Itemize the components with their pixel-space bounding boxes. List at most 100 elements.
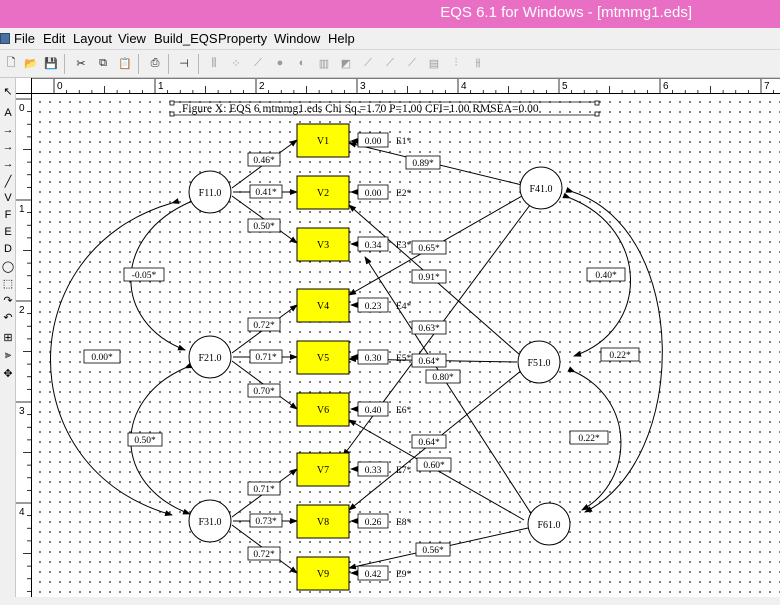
error-term[interactable]: 0.00 E2* — [357, 184, 412, 200]
area-icon[interactable]: ◩ — [340, 57, 352, 70]
new-icon[interactable]: 🗋 — [6, 56, 16, 69]
loading-label[interactable]: 0.65* — [411, 240, 447, 255]
menu-window[interactable]: Window — [274, 31, 321, 46]
covariance-label[interactable]: 0.40* — [586, 267, 626, 282]
loading-label[interactable]: 0.72* — [247, 317, 281, 332]
move-tool-icon[interactable]: ✥ — [3, 367, 13, 380]
link-tool-icon[interactable]: ⊞ — [3, 331, 13, 344]
equation-tool-icon[interactable]: F — [4, 209, 12, 221]
menu-build-eqs[interactable]: Build_EQS — [154, 31, 218, 46]
stacked-icon[interactable]: ⟋ — [364, 56, 372, 69]
loading-label[interactable]: 0.73* — [249, 513, 283, 528]
box-plot-icon[interactable]: ▤ — [428, 57, 440, 70]
pie-icon[interactable]: ● — [276, 57, 284, 69]
multiple-plot-icon[interactable]: ⫵ — [475, 56, 481, 69]
observed-variable[interactable]: V5 — [296, 340, 350, 375]
variable-tool-icon[interactable]: V — [4, 192, 12, 204]
menu-file[interactable]: File — [14, 31, 35, 46]
grid-tool-icon[interactable]: ↶ — [3, 311, 13, 324]
loading-label[interactable]: 0.63* — [411, 320, 447, 335]
app-icon[interactable] — [0, 33, 10, 44]
observed-variable[interactable]: V3 — [296, 227, 350, 262]
loading-label[interactable]: 0.64* — [411, 353, 447, 368]
factor-tool-icon[interactable]: E — [4, 226, 12, 238]
line-plot-icon[interactable]: ⟋ — [254, 56, 262, 69]
loading-label[interactable]: 0.80* — [425, 369, 461, 384]
covariance-value: 0.22* — [578, 434, 600, 444]
loading-label[interactable]: 0.46* — [247, 152, 281, 167]
menu-layout[interactable]: Layout — [73, 31, 113, 46]
error-term[interactable]: 0.33 E7* — [357, 461, 412, 477]
error-term[interactable]: 0.00 E1* — [357, 132, 412, 148]
loading-label[interactable]: 0.64* — [411, 434, 447, 449]
factor-node[interactable]: F41.0 — [519, 166, 563, 210]
curve-tool-2-icon[interactable]: ↷ — [3, 294, 13, 307]
pointer-icon[interactable]: ↖ — [3, 85, 13, 98]
histogram-icon[interactable]: ⫼ — [211, 56, 217, 69]
normal-plot-icon[interactable]: ⟋ — [408, 56, 416, 69]
pie-2-icon[interactable]: ◐ — [298, 57, 306, 69]
covariance-label[interactable]: 0.00* — [83, 349, 121, 364]
line-tool-icon[interactable]: ╱ — [4, 175, 12, 188]
error-term[interactable]: 0.23 E4* — [357, 297, 412, 313]
loading-label[interactable]: 0.50* — [247, 218, 281, 233]
observed-variable[interactable]: V8 — [296, 504, 350, 539]
loading-label[interactable]: 0.91* — [411, 269, 447, 284]
error-term[interactable]: 0.40 E6* — [357, 401, 412, 417]
error-term[interactable]: 0.30 E5* — [357, 349, 412, 365]
error-term[interactable]: 0.42 E9* — [357, 565, 412, 581]
loading-label[interactable]: 0.71* — [249, 349, 283, 364]
save-icon[interactable]: 💾 — [44, 57, 58, 70]
loading-label[interactable]: 0.72* — [247, 546, 281, 561]
factor-node[interactable]: F31.0 — [188, 499, 232, 543]
paste-icon[interactable]: 📋 — [118, 57, 132, 70]
error-bar-icon[interactable]: ⫶ — [454, 56, 458, 69]
covariance-label[interactable]: 0.22* — [569, 430, 609, 445]
error-variance-e4: 0.23 — [365, 302, 382, 312]
arrow-tool-2-icon[interactable]: → — [2, 141, 14, 153]
menu-help[interactable]: Help — [328, 31, 355, 46]
open-icon[interactable]: 📂 — [24, 57, 38, 70]
group-tool-icon[interactable]: ⫸ — [4, 348, 12, 361]
observed-variable[interactable]: V6 — [296, 392, 350, 427]
loading-label[interactable]: 0.70* — [247, 383, 281, 398]
observed-variable[interactable]: V4 — [296, 288, 350, 323]
factor-node[interactable]: F21.0 — [188, 335, 232, 379]
covariance-label[interactable]: 0.22* — [600, 347, 640, 362]
cut-icon[interactable]: ✂ — [76, 57, 86, 70]
covariance-tool-icon[interactable]: ◯ — [1, 260, 15, 273]
loading-label[interactable]: 0.60* — [416, 457, 452, 472]
error-term[interactable]: 0.26 E8* — [357, 513, 412, 529]
bar-icon[interactable]: ▥ — [318, 57, 330, 70]
text-tool-icon[interactable]: A — [4, 107, 12, 119]
observed-variable[interactable]: V7 — [296, 452, 350, 487]
factor-node[interactable]: F51.0 — [517, 340, 561, 384]
factor-node[interactable]: F61.0 — [527, 502, 571, 546]
menu-edit[interactable]: Edit — [43, 31, 66, 46]
loading-value: 0.46* — [253, 156, 275, 166]
observed-variable[interactable]: V9 — [296, 556, 350, 591]
menu-view[interactable]: View — [118, 31, 146, 46]
observed-variable[interactable]: V1 — [296, 123, 350, 158]
error-term[interactable]: 0.34 E3* — [357, 236, 412, 252]
arrow-tool-3-icon[interactable]: → — [2, 158, 14, 170]
print-icon[interactable]: ⎙ — [150, 56, 160, 69]
diagram-icon[interactable]: ⊣ — [179, 57, 189, 70]
observed-variable[interactable]: V2 — [296, 175, 350, 210]
loading-label[interactable]: 0.41* — [249, 184, 283, 199]
loading-label[interactable]: 0.89* — [405, 155, 441, 170]
loading-label[interactable]: 0.71* — [247, 481, 281, 496]
covariance-label[interactable]: 0.50* — [127, 432, 163, 447]
error-tool-icon[interactable]: D — [4, 243, 12, 255]
factor-node[interactable]: F11.0 — [188, 170, 232, 214]
arrow-tool-icon[interactable]: → — [2, 124, 14, 136]
diagram-canvas[interactable]: Figure X: EQS 6 mtmmg1.eds Chi Sq.=1.70 … — [33, 95, 780, 605]
figure-title[interactable]: Figure X: EQS 6 mtmmg1.eds Chi Sq.=1.70 … — [169, 100, 600, 117]
copy-icon[interactable]: ⧉ — [99, 56, 107, 69]
covariance-label[interactable]: -0.05* — [123, 267, 165, 282]
curve-tool-icon[interactable]: ⬚ — [2, 277, 14, 290]
quantile-icon[interactable]: ⟋ — [386, 56, 394, 69]
menu-property[interactable]: Property — [218, 31, 268, 46]
loading-label[interactable]: 0.56* — [415, 542, 451, 557]
scatter-icon[interactable]: ⁘ — [231, 57, 241, 70]
